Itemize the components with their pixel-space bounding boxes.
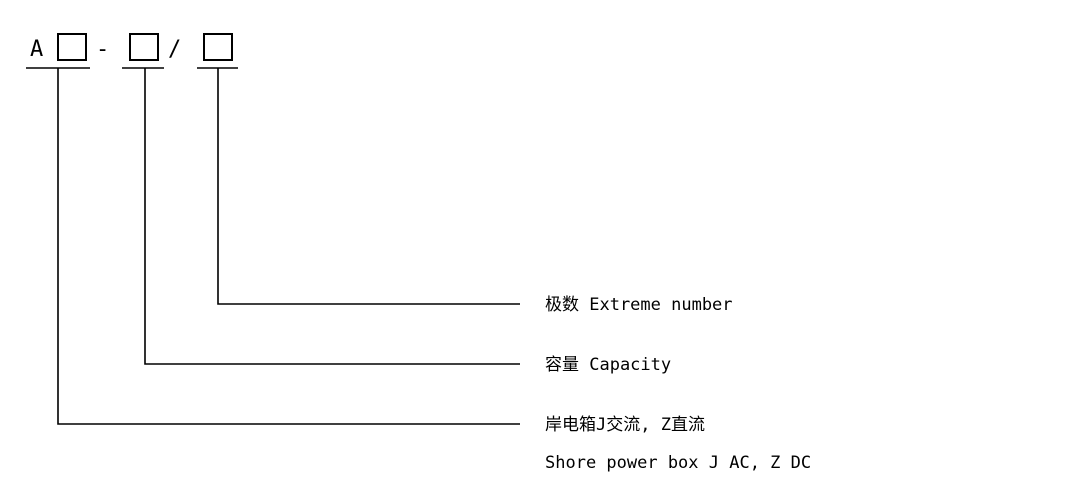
type-placeholder-box [57,33,87,61]
poles-label: 极数 Extreme number [545,295,733,315]
code-prefix: A [30,37,43,62]
capacity-leader-line [144,68,520,365]
dash-separator: - [96,37,109,62]
capacity-placeholder-box [129,33,159,61]
slash-separator: / [168,37,181,62]
type-leader-line [57,68,520,425]
type-label-en: Shore power box J AC, Z DC [545,453,811,473]
capacity-label: 容量 Capacity [545,355,671,375]
type-label-zh: 岸电箱J交流, Z直流 [545,415,705,435]
poles-placeholder-box [203,33,233,61]
poles-leader-line [217,68,520,305]
